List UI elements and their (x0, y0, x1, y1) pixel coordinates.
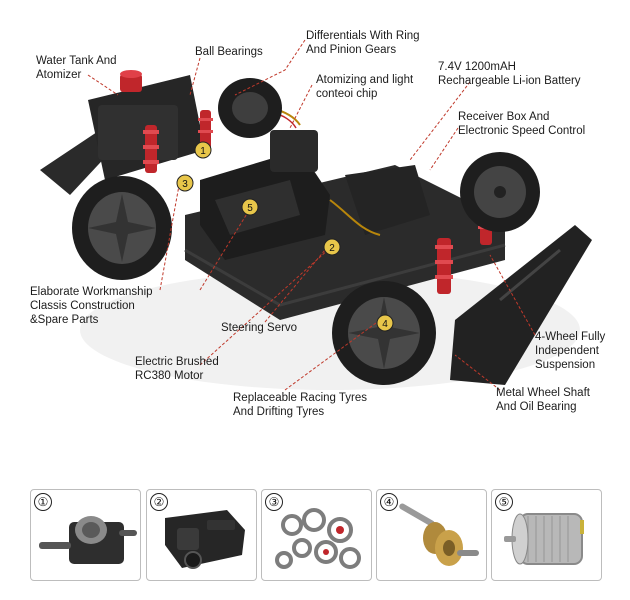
label-differentials: Differentials With Ring And Pinion Gears (306, 30, 420, 56)
front-shock-left (435, 238, 453, 294)
panel-motor: ⑤ (491, 489, 602, 581)
label-water-tank: Water Tank And Atomizer (36, 55, 117, 81)
leader-lines (87, 39, 536, 391)
svg-text:2: 2 (329, 243, 335, 254)
callout-5: 5 (241, 198, 259, 216)
label-wheel-shaft: Metal Wheel Shaft And Oil Bearing (496, 387, 590, 413)
svg-text:3: 3 (182, 179, 188, 190)
svg-text:5: 5 (247, 203, 253, 214)
rear-bumper (40, 130, 112, 195)
wheel-front-right (460, 152, 540, 232)
label-steering-servo: Steering Servo (221, 322, 298, 334)
label-battery: 7.4V 1200mAH Rechargeable Li-ion Battery (438, 61, 581, 87)
steering-servo-icon (165, 510, 245, 569)
front-bumper (450, 225, 592, 385)
label-suspension: 4-Wheel Fully Independent Suspension (535, 331, 606, 371)
rear-shock-left (143, 125, 159, 173)
water-tank-cap (120, 74, 142, 92)
panel-number: ⑤ (495, 493, 513, 511)
callout-badges: 1 3 5 2 4 (176, 141, 394, 332)
wheel-rear-right (218, 78, 282, 138)
callout-2: 2 (323, 238, 341, 256)
panel-number: ③ (265, 493, 283, 511)
label-motor: Electric Brushed RC380 Motor (135, 356, 219, 382)
wheel-shaft-icon (399, 503, 479, 566)
callout-1: 1 (194, 141, 212, 159)
panel-bearings: ③ (261, 489, 372, 581)
brushed-motor-icon (504, 513, 584, 565)
panel-number: ② (150, 493, 168, 511)
callout-4: 4 (376, 314, 394, 332)
wheel-front-left (332, 281, 436, 385)
receiver-box (345, 165, 430, 235)
svg-text:4: 4 (382, 319, 388, 330)
panel-number: ① (34, 493, 52, 511)
panel-servo: ② (146, 489, 257, 581)
panel-wheel-shaft: ④ (376, 489, 487, 581)
label-tyres: Replaceable Racing Tyres And Drifting Ty… (233, 392, 368, 418)
panel-differential: ① (30, 489, 141, 581)
ball-bearings-icon (275, 508, 361, 569)
rc-car-diagram: 1 3 5 2 4 (40, 39, 592, 391)
rear-shock-right (198, 110, 213, 150)
differential-gearbox-icon (39, 516, 137, 564)
label-workmanship: Elaborate Workmanship Classis Constructi… (30, 286, 153, 326)
label-receiver-box: Receiver Box And Electronic Speed Contro… (458, 111, 586, 137)
panel-number: ④ (380, 493, 398, 511)
callout-3: 3 (176, 174, 194, 192)
label-atomizing-chip: Atomizing and light conteoi chip (316, 74, 414, 100)
wheel-rear-left (72, 176, 172, 280)
servo-box (270, 130, 318, 172)
label-ball-bearings: Ball Bearings (195, 46, 263, 58)
svg-text:1: 1 (200, 146, 206, 157)
